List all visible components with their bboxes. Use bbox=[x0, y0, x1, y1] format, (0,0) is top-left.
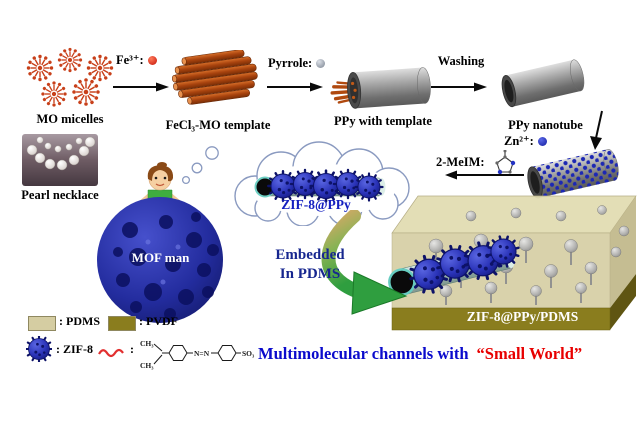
mo-micelles-illustration bbox=[20, 46, 120, 110]
pyrrole-reagent: Pyrrole: bbox=[268, 56, 326, 71]
zif8-seeded-tube-illustration bbox=[527, 148, 619, 199]
pdms-swatch bbox=[28, 316, 56, 331]
embedded-label: Embedded In PDMS bbox=[258, 246, 362, 284]
mo-so3-label: SO₃ bbox=[242, 349, 255, 358]
pyrrole-label: Pyrrole: bbox=[268, 56, 313, 70]
meim-label: 2-MeIM: bbox=[436, 154, 485, 169]
mo-micelles-label: MO micelles bbox=[36, 112, 104, 126]
pvdf-right-face bbox=[610, 274, 636, 330]
ppy-with-template-label: PPy with template bbox=[334, 114, 432, 128]
zn2-label: Zn²⁺: bbox=[504, 134, 534, 148]
composite-label: ZIF-8@PPy/PDMS bbox=[466, 309, 579, 324]
fe3-label: Fe³⁺: bbox=[116, 53, 144, 67]
pvdf-swatch bbox=[108, 316, 136, 331]
ppy-with-template-illustration bbox=[330, 67, 431, 109]
fecl3-template-illustration bbox=[171, 50, 258, 105]
zn2-sphere-icon bbox=[537, 136, 547, 146]
embedded-arrow-icon bbox=[321, 210, 408, 315]
embedded-label-line2: In PDMS bbox=[279, 265, 341, 282]
fe3-sphere-icon bbox=[147, 55, 157, 65]
zn2-reagent: Zn²⁺: bbox=[504, 133, 547, 149]
pvdf-legend-label: : PVDF bbox=[139, 314, 178, 328]
ppy-nanotube-illustration bbox=[501, 59, 585, 108]
mo-legend-colon: : bbox=[130, 342, 134, 356]
pdms-block-illustration bbox=[388, 195, 637, 331]
arrow-left-icon bbox=[445, 170, 524, 180]
zif8-legend-icon bbox=[26, 336, 52, 362]
filler-spheres bbox=[428, 205, 630, 298]
ppy-nanotube-label: PPy nanotube bbox=[508, 118, 583, 132]
mo-azo-label: N=N bbox=[194, 349, 210, 358]
mo-molecule-structure: CH₃ CH₃ N=N SO₃ bbox=[140, 339, 255, 370]
embedded-composite-tube bbox=[388, 231, 524, 299]
pdms-right-face bbox=[610, 196, 636, 308]
arrow-down-icon bbox=[590, 110, 603, 150]
fe3-reagent: Fe³⁺: bbox=[116, 52, 157, 68]
arrow-pyrrole-icon bbox=[267, 82, 323, 92]
zif8-ppy-label: ZIF-8@PPy bbox=[281, 197, 351, 212]
zif8-ppy-necklace bbox=[254, 168, 386, 203]
caption-blue-text: Multimolecular channels with bbox=[258, 344, 469, 363]
zif8-legend-label: : ZIF-8 bbox=[56, 342, 93, 356]
pvdf-layer bbox=[391, 307, 611, 331]
embedded-label-line1: Embedded bbox=[275, 247, 345, 263]
washing-label: Washing bbox=[437, 54, 485, 68]
meim-molecule-icon bbox=[494, 150, 515, 174]
mo-squiggle-icon bbox=[98, 348, 124, 358]
pyrrole-sphere-icon bbox=[316, 59, 326, 68]
pdms-legend-label: : PDMS bbox=[59, 314, 100, 328]
meim-reagent: 2-MeIM: bbox=[436, 150, 535, 174]
caption-red-text: “Small World” bbox=[476, 344, 583, 363]
arrow-washing-icon bbox=[431, 82, 487, 92]
mo-ch3-top: CH₃ bbox=[140, 339, 154, 348]
fecl3-template-label: FeCl₃-MO template bbox=[165, 118, 271, 132]
mo-ch3-bottom: CH₃ bbox=[140, 361, 154, 370]
arrow-fe-icon bbox=[113, 82, 169, 92]
mof-sphere-bumps bbox=[113, 212, 219, 320]
mof-man-label: MOF man bbox=[131, 250, 190, 265]
pearl-necklace-photo bbox=[22, 134, 98, 186]
pearl-necklace-label: Pearl necklace bbox=[21, 188, 99, 202]
thought-bubbles-icon bbox=[181, 146, 219, 185]
mof-man-illustration bbox=[97, 162, 223, 323]
figure-caption: Multimolecular channels with “Small World… bbox=[258, 344, 638, 364]
